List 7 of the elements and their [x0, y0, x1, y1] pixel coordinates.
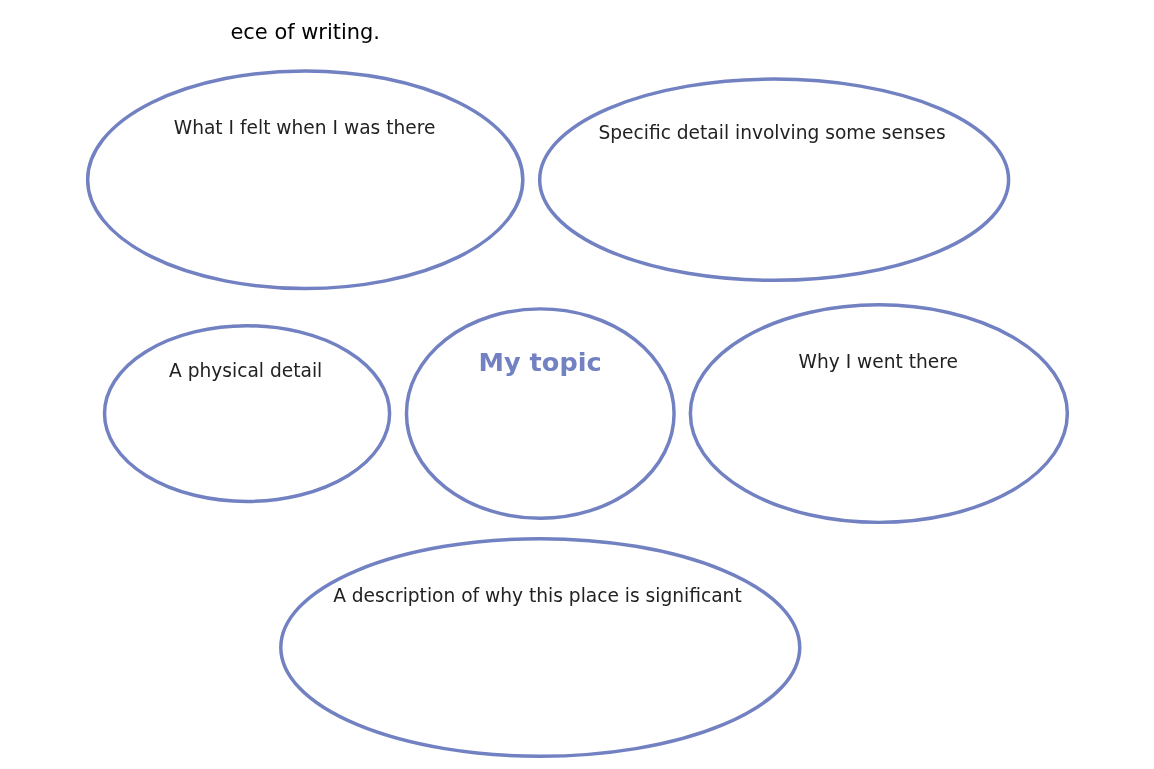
node-ellipse: My topic [404, 307, 676, 521]
node-ellipse: A description of why this place is significant [278, 536, 801, 758]
node-ellipse: Specific detail involving some senses [537, 77, 1010, 283]
node-ellipse: What I felt when I was there [85, 69, 525, 291]
node-ellipse: A physical detail [102, 324, 391, 504]
node-ellipse: Why I went there [688, 303, 1069, 525]
label: ece of writing. [229, 19, 380, 44]
